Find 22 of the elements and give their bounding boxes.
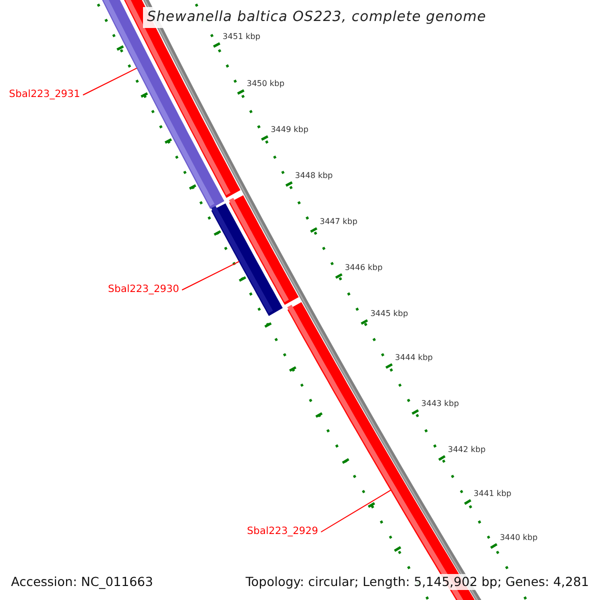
gene-label: Sbal223_2929 [247, 526, 318, 538]
tick-label: 3442 kbp [448, 445, 486, 455]
gene-feature-bar [228, 194, 299, 306]
tick-label: 3448 kbp [295, 171, 333, 181]
tick-label: 3445 kbp [370, 309, 408, 319]
genome-info-text: Topology: circular; Length: 5,145,902 bp; Genes: 4,281 [244, 574, 591, 590]
tick-label: 3446 kbp [344, 263, 383, 273]
tick-label: 3440 kbp [500, 533, 538, 543]
tick-label: 3444 kbp [395, 353, 433, 363]
leader-line [320, 490, 392, 532]
tick-label: 3443 kbp [421, 399, 459, 409]
gene-label: Sbal223_2930 [108, 284, 180, 296]
accession-text: Accession: NC_011663 [9, 574, 156, 590]
tick-label: 3451 kbp [222, 32, 260, 42]
tick-label: 3447 kbp [320, 217, 358, 227]
tick-label: 3449 kbp [270, 125, 308, 135]
gene-label: Sbal223_2931 [9, 89, 80, 101]
leader-line [82, 68, 138, 96]
gene-feature-bar [211, 202, 283, 316]
tick-label: 3450 kbp [246, 79, 284, 89]
leader-line [182, 260, 240, 290]
tick-label: 3441 kbp [474, 489, 512, 499]
